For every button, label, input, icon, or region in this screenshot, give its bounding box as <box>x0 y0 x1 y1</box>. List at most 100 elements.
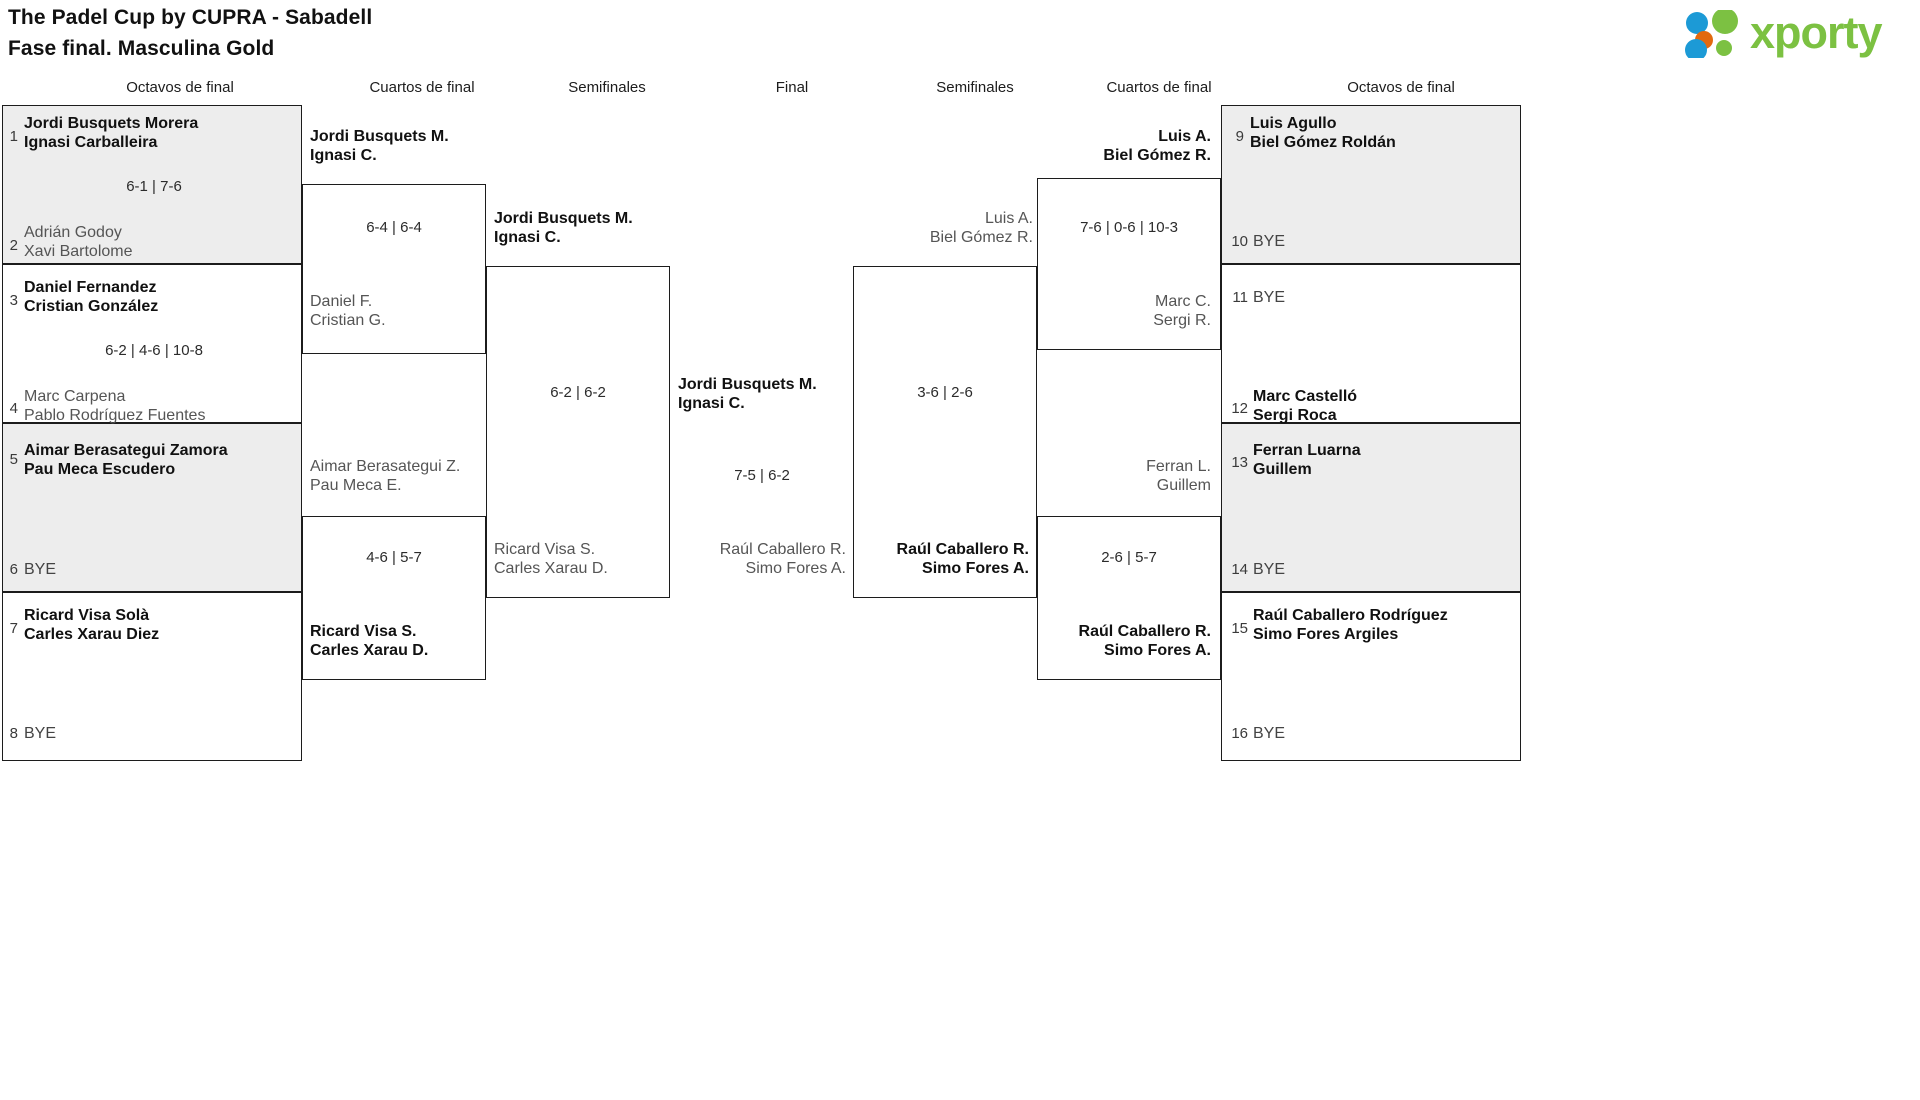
seed-number: 7 <box>9 620 18 637</box>
team-name-line1: Ferran Luarna <box>1253 442 1361 459</box>
team-name-line1: Marc Castelló <box>1253 388 1358 405</box>
match-score: 7-5 | 6-2 <box>734 467 790 484</box>
tournament-name: The Padel Cup by CUPRA - Sabadell <box>8 6 373 29</box>
round-header-final: Final <box>775 79 809 96</box>
team-name-line2: Simo Fores A. <box>745 560 846 577</box>
team-name-line1: Marc C. <box>1155 293 1211 310</box>
team-name-line1: Aimar Berasategui Z. <box>310 458 461 475</box>
seed-number: 15 <box>1231 620 1248 637</box>
seed-number: 10 <box>1231 233 1248 250</box>
team-name-line1: Jordi Busquets Morera <box>24 115 199 132</box>
page-title: The Padel Cup by CUPRA - Sabadell Fase f… <box>8 2 372 64</box>
match-score: 6-2 | 6-2 <box>550 384 606 401</box>
team-name-line2: Ignasi C. <box>310 147 377 164</box>
match-box-r16-2[interactable] <box>1221 264 1521 423</box>
team-name-line2: Ignasi Carballeira <box>24 134 158 151</box>
team-name-line2: Biel Gómez R. <box>1103 147 1211 164</box>
match-box-r16-3[interactable] <box>1221 423 1521 592</box>
match-box-lsf-1[interactable] <box>486 266 670 598</box>
match-box-l16-2[interactable] <box>2 264 302 423</box>
team-name-line1: Raúl Caballero R. <box>719 541 846 558</box>
team-name-line2: Ignasi C. <box>494 229 561 246</box>
seed-number: 9 <box>1235 128 1244 145</box>
round-header-right-r16: Octavos de final <box>1347 79 1455 96</box>
team-name-line2: Cristian G. <box>310 312 386 329</box>
team-name-line1: Raúl Caballero R. <box>1078 623 1211 640</box>
round-header-left-r16: Octavos de final <box>126 79 234 96</box>
match-box-lqf-2[interactable] <box>302 516 486 680</box>
round-header-right-qf: Cuartos de final <box>1106 79 1212 96</box>
team-name-line2: Carles Xarau Diez <box>24 626 160 643</box>
round-header-left-qf: Cuartos de final <box>369 79 475 96</box>
match-box-l16-3[interactable] <box>2 423 302 592</box>
match-score: 4-6 | 5-7 <box>366 549 422 566</box>
match-score: 6-2 | 4-6 | 10-8 <box>105 342 203 359</box>
team-name-line1: Ferran L. <box>1146 458 1211 475</box>
team-name-line1: Raúl Caballero Rodríguez <box>1253 607 1448 624</box>
team-name-line2: Xavi Bartolome <box>24 243 133 260</box>
team-name-line1: Luis A. <box>984 210 1033 227</box>
team-name-line2: Cristian González <box>24 298 159 315</box>
team-name-line2: Simo Fores A. <box>1104 642 1211 659</box>
round-header-left-sf: Semifinales <box>568 79 646 96</box>
match-box-rqf-1[interactable] <box>1037 178 1221 350</box>
seed-number: 13 <box>1231 454 1248 471</box>
team-name-line1: Daniel Fernandez <box>24 279 157 296</box>
team-name-line2: Sergi Roca <box>1253 407 1337 424</box>
xporty-logo: xporty <box>1684 6 1904 62</box>
team-name-bye: BYE <box>1253 289 1286 306</box>
team-name-line1: Marc Carpena <box>24 388 126 405</box>
team-name-line2: Pau Meca E. <box>310 477 402 494</box>
seed-number: 1 <box>9 128 18 145</box>
team-name-line2: Biel Gómez Roldán <box>1250 134 1396 151</box>
match-box-lqf-1[interactable] <box>302 184 486 354</box>
seed-number: 11 <box>1232 289 1248 306</box>
team-name-line2: Guillem <box>1156 477 1211 494</box>
team-name-line1: Jordi Busquets M. <box>678 376 817 393</box>
seed-number: 16 <box>1231 725 1248 742</box>
team-name-line2: Ignasi C. <box>678 395 745 412</box>
team-name-line2: Pau Meca Escudero <box>24 461 176 478</box>
team-name-line2: Pablo Rodríguez Fuentes <box>24 407 206 424</box>
team-name-line1: Raúl Caballero R. <box>896 541 1029 558</box>
team-name-line2: Guillem <box>1253 461 1312 478</box>
seed-number: 2 <box>9 237 18 254</box>
match-box-l16-4[interactable] <box>2 592 302 761</box>
match-score: 6-1 | 7-6 <box>126 178 182 195</box>
match-score: 3-6 | 2-6 <box>917 384 973 401</box>
team-name-bye: BYE <box>1253 233 1286 250</box>
tournament-phase: Fase final. Masculina Gold <box>8 37 275 60</box>
team-name-line1: Luis A. <box>1158 128 1211 145</box>
team-name-bye: BYE <box>24 561 57 578</box>
team-name-line2: Carles Xarau D. <box>494 560 608 577</box>
team-name-line1: Jordi Busquets M. <box>310 128 449 145</box>
logo-dots-icon <box>1685 10 1738 58</box>
match-box-l16-1[interactable] <box>2 105 302 264</box>
match-box-rqf-2[interactable] <box>1037 516 1221 680</box>
team-name-bye: BYE <box>24 725 57 742</box>
team-name-line1: Ricard Visa S. <box>310 623 417 640</box>
seed-number: 14 <box>1231 561 1248 578</box>
seed-number: 12 <box>1231 400 1248 417</box>
team-name-line1: Adrián Godoy <box>24 224 122 241</box>
team-name-line1: Ricard Visa Solà <box>24 607 150 624</box>
seed-number: 5 <box>9 451 18 468</box>
team-name-line2: Sergi R. <box>1153 312 1211 329</box>
match-box-rsf-1[interactable] <box>853 266 1037 598</box>
team-name-line2: Biel Gómez R. <box>929 229 1033 246</box>
match-box-r16-1[interactable] <box>1221 105 1521 264</box>
team-name-line1: Luis Agullo <box>1250 115 1337 132</box>
match-box-r16-4[interactable] <box>1221 592 1521 761</box>
team-name-line1: Jordi Busquets M. <box>494 210 633 227</box>
match-score: 2-6 | 5-7 <box>1101 549 1157 566</box>
team-name-bye: BYE <box>1253 725 1286 742</box>
match-score: 7-6 | 0-6 | 10-3 <box>1080 219 1178 236</box>
team-name-line1: Aimar Berasategui Zamora <box>24 442 228 459</box>
team-name-line2: Simo Fores A. <box>922 560 1029 577</box>
seed-number: 6 <box>9 561 18 578</box>
team-name-line2: Carles Xarau D. <box>310 642 429 659</box>
team-name-bye: BYE <box>1253 561 1286 578</box>
team-name-line1: Ricard Visa S. <box>494 541 596 558</box>
logo-wordmark: xporty <box>1750 7 1883 58</box>
seed-number: 3 <box>9 292 18 309</box>
